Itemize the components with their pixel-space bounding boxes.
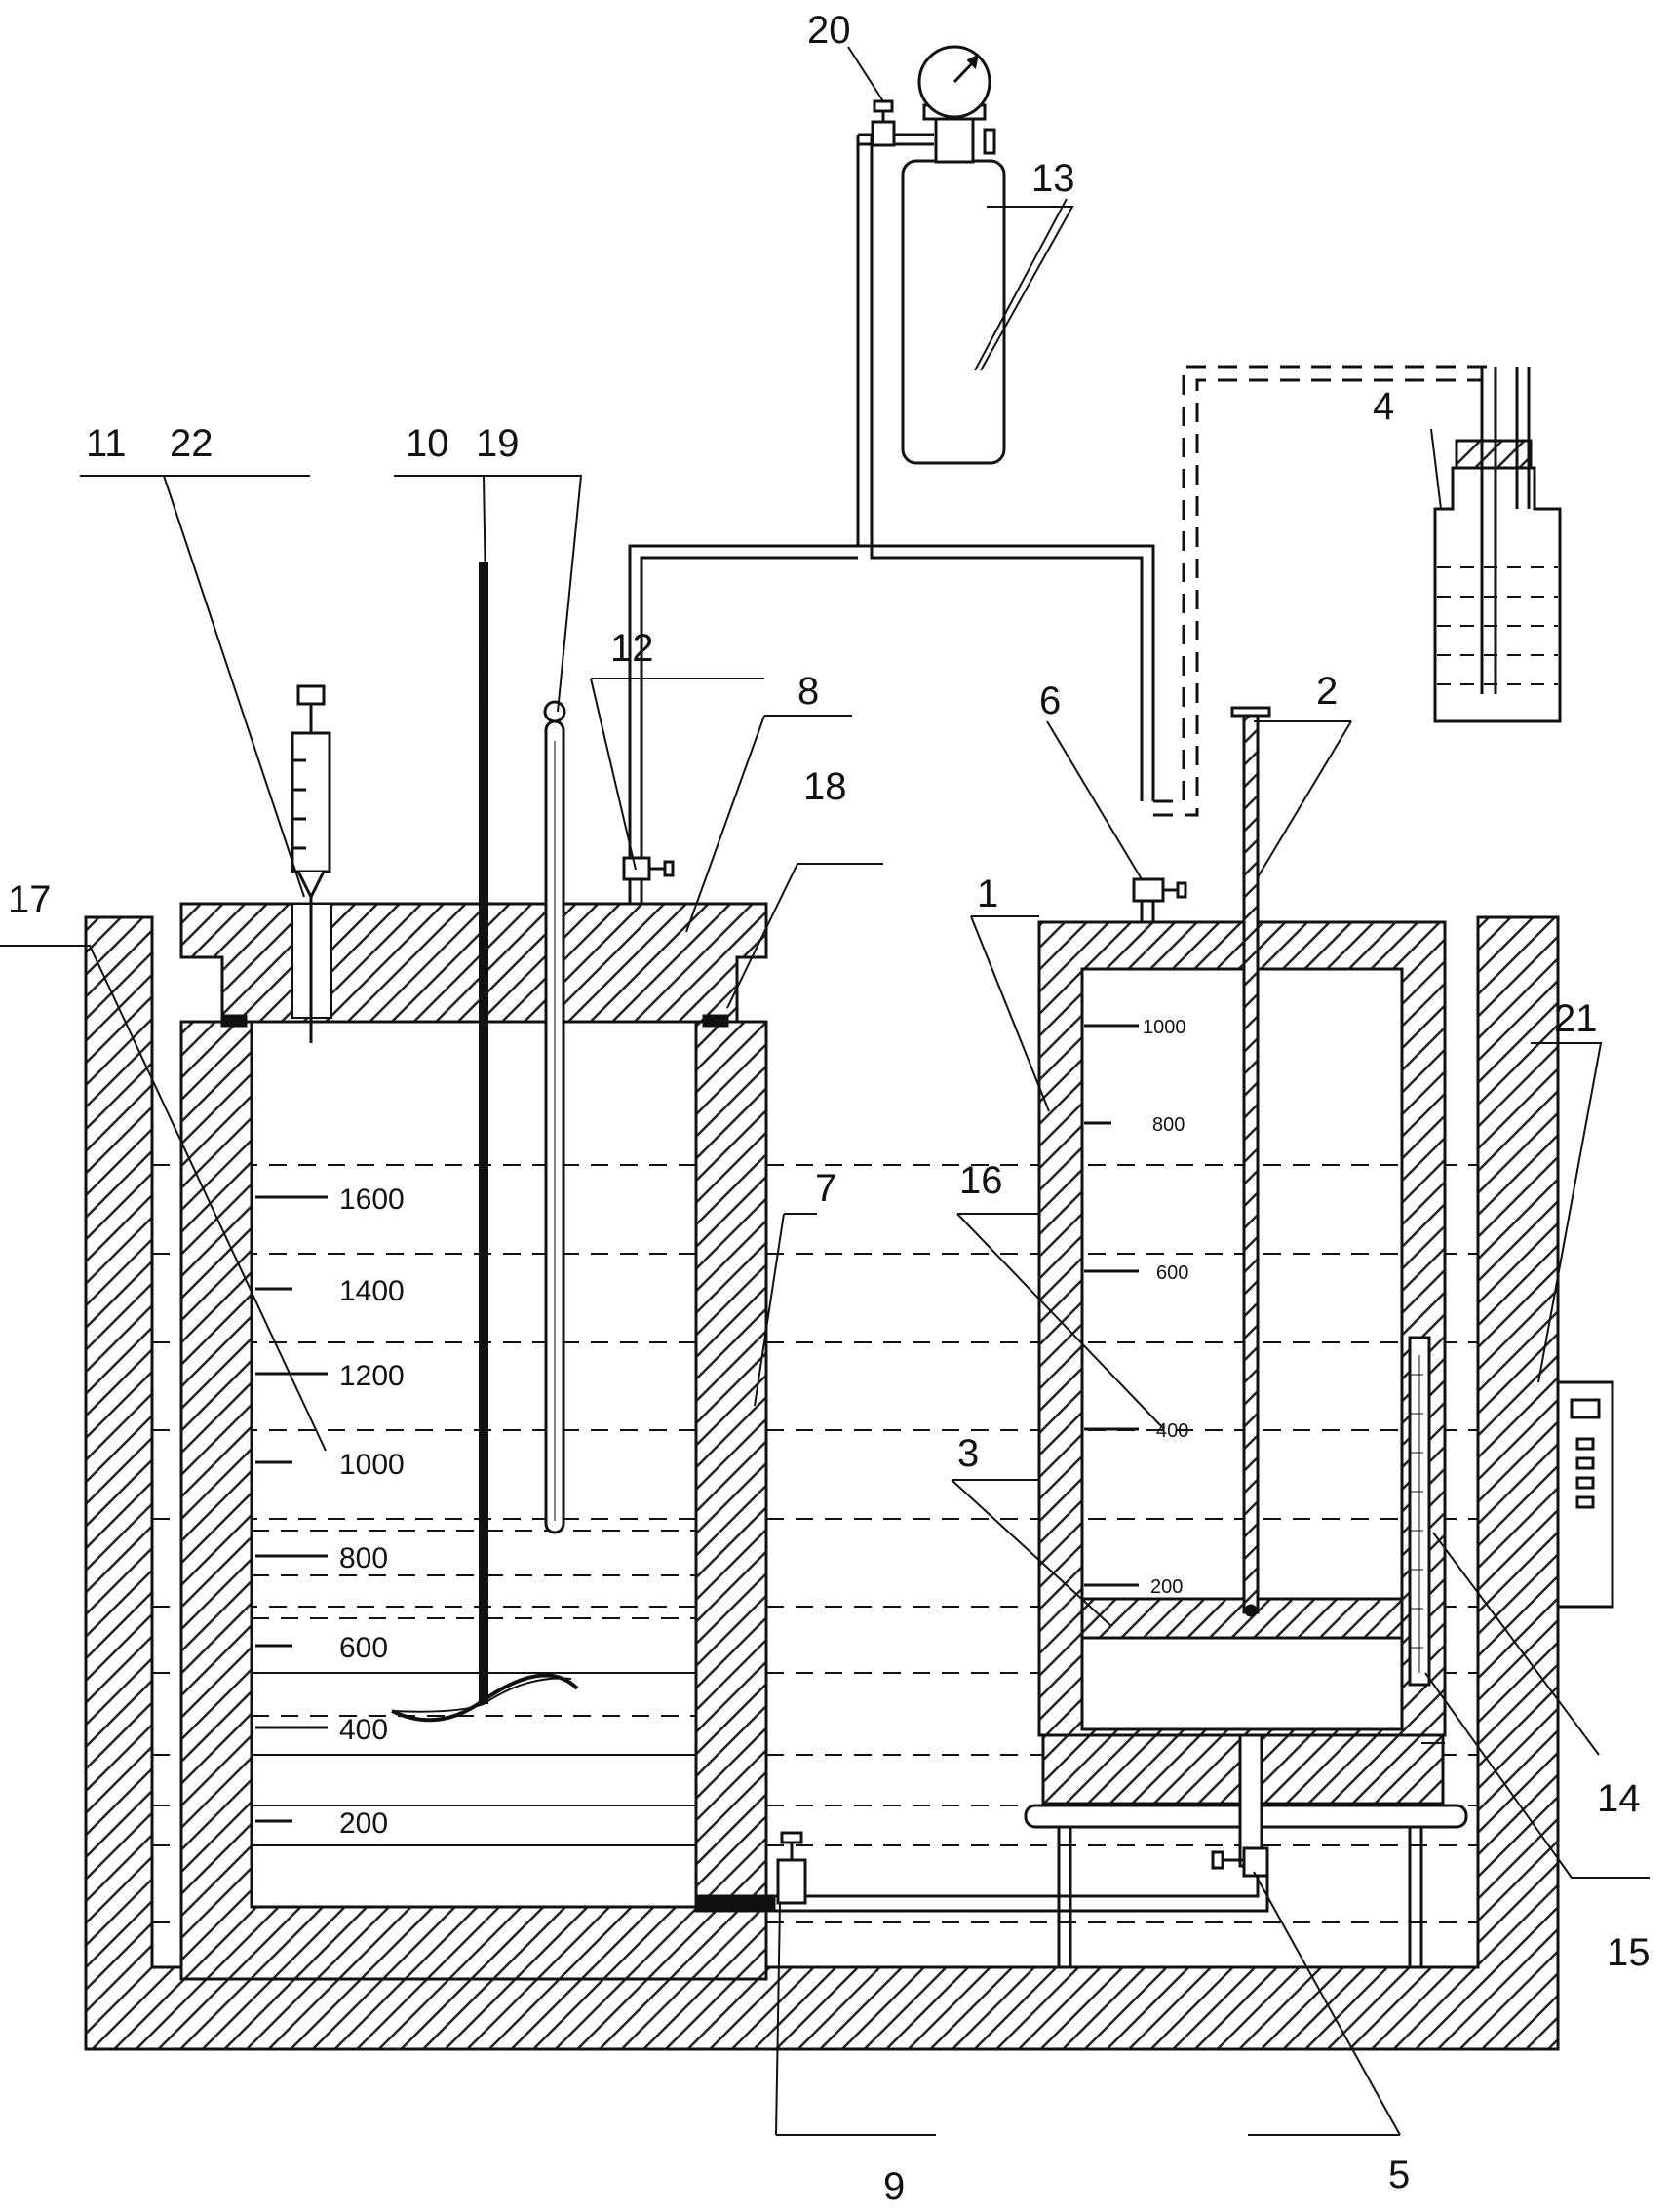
callout-label: 18 [803, 765, 847, 808]
callout-label: 7 [815, 1167, 836, 1210]
temperature-controller [1556, 1380, 1614, 1609]
water-bath [84, 915, 1560, 2051]
left-vessel-scale [255, 1195, 328, 1823]
lid-seal-right [702, 1014, 729, 1028]
callout-label: 6 [1039, 679, 1061, 722]
stirrer [391, 562, 579, 1723]
callout-label: 2 [1316, 670, 1338, 713]
left-scale-label: 1000 [339, 1449, 405, 1481]
callout-label: 20 [807, 9, 851, 52]
callout-labels: 20 13 4 11 22 10 19 12 8 18 17 6 2 1 21 … [8, 9, 1651, 2208]
liquid-trap-bottle [1433, 367, 1562, 723]
callout-label: 5 [1388, 2154, 1410, 2196]
left-scale-labels: 1600 1400 1200 1000 800 600 400 200 [339, 1184, 405, 1840]
right-scale-label: 200 [1150, 1576, 1183, 1598]
callout-label: 3 [957, 1432, 979, 1475]
valve-9 [776, 1831, 807, 1905]
left-scale-label: 600 [339, 1632, 388, 1664]
left-scale-label: 1600 [339, 1184, 405, 1216]
left-scale-label: 1200 [339, 1360, 405, 1392]
callout-label: 21 [1554, 997, 1598, 1040]
right-scale-label: 800 [1152, 1114, 1185, 1136]
gas-pipeline [628, 133, 1155, 904]
valve-20 [871, 99, 896, 147]
left-scale-label: 400 [339, 1714, 388, 1746]
piston-rod [1230, 706, 1271, 1617]
callout-label: 8 [797, 670, 819, 713]
callout-label: 9 [883, 2165, 905, 2208]
right-scale-label: 600 [1156, 1262, 1188, 1284]
lid-seal-left [220, 1014, 248, 1028]
thermometer [543, 700, 566, 1534]
gas-cylinder [901, 45, 1006, 465]
callout-label: 1 [977, 873, 998, 915]
syringe [291, 684, 332, 1043]
callout-label: 16 [959, 1159, 1003, 1202]
valve-12 [622, 856, 675, 881]
callout-label: 11 [86, 422, 127, 465]
callout-label: 14 [1597, 1777, 1641, 1820]
right-scale-labels: 1000 800 600 400 200 [1143, 1017, 1188, 1598]
left-scale-label: 1400 [339, 1275, 405, 1307]
callout-label: 10 [406, 422, 449, 465]
leader-lines [0, 46, 1650, 2136]
displacement-gauge [1408, 1336, 1431, 1687]
callout-label: 12 [610, 627, 654, 670]
piston [1080, 1597, 1404, 1731]
valve-6 [1132, 877, 1187, 922]
callout-label: 19 [476, 422, 520, 465]
left-scale-label: 200 [339, 1807, 388, 1840]
trap-liquid-lines [1437, 566, 1558, 685]
left-vessel-liquid [252, 1530, 696, 1846]
callout-label: 15 [1607, 1931, 1651, 1974]
right-scale-label: 400 [1156, 1420, 1188, 1442]
left-scale-label: 800 [339, 1542, 388, 1574]
callout-label: 13 [1031, 157, 1075, 200]
right-vessel-scale [1084, 1024, 1139, 1587]
callout-label: 17 [8, 878, 52, 921]
callout-label: 22 [170, 422, 214, 465]
callout-label: 4 [1373, 385, 1394, 428]
right-scale-label: 1000 [1143, 1017, 1186, 1038]
left-vessel-lid [179, 902, 768, 1028]
